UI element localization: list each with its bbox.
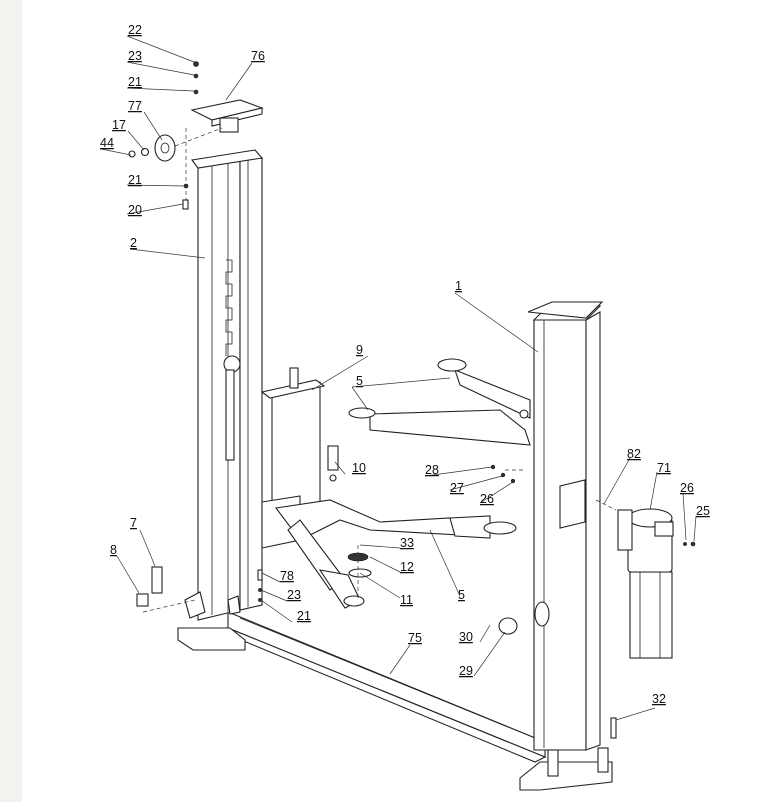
callout-label: 21 [297, 609, 311, 623]
callout-label: 78 [280, 569, 294, 583]
callout-label: 25 [696, 504, 710, 518]
left-column-post [177, 149, 264, 651]
callout-label: 29 [459, 664, 473, 678]
callout-label: 12 [400, 560, 414, 574]
callout-label: 28 [425, 463, 439, 477]
callout-label: 5 [458, 588, 465, 602]
left-top-cap-assembly [128, 61, 264, 210]
callout-label: 17 [112, 118, 126, 132]
callout-label: 75 [408, 631, 422, 645]
base-floor-beam [220, 611, 547, 763]
callout-label: 23 [287, 588, 301, 602]
callout-label: 82 [627, 447, 641, 461]
callout-label: 32 [652, 692, 666, 706]
callout-label: 5 [356, 374, 363, 388]
page-margin [0, 0, 22, 802]
right-arms [348, 358, 531, 471]
callout-label: 33 [400, 536, 414, 550]
callout-label: 27 [450, 481, 464, 495]
callout-label: 71 [657, 461, 671, 475]
callout-label: 30 [459, 630, 473, 644]
misc-small-parts [136, 464, 617, 739]
callout-label: 11 [400, 593, 413, 607]
callout-label: 1 [455, 279, 462, 293]
callout-label: 26 [480, 492, 494, 506]
callout-label: 23 [128, 49, 142, 63]
callout-label: 44 [100, 136, 114, 150]
left-carriage-and-arms [260, 367, 517, 609]
callout-label: 8 [110, 543, 117, 557]
callout-label: 2 [130, 236, 137, 250]
leader-lines [100, 35, 697, 721]
callout-label: 7 [130, 516, 137, 530]
callout-label: 9 [356, 343, 363, 357]
callout-labels: 22 23 21 76 77 17 44 21 20 2 1 9 5 10 28… [100, 23, 710, 706]
callout-label: 22 [128, 23, 142, 37]
callout-label: 10 [352, 461, 366, 475]
callout-label: 77 [128, 99, 142, 113]
callout-label: 26 [680, 481, 694, 495]
callout-label: 21 [128, 173, 142, 187]
right-column-post [519, 301, 613, 791]
motor-pump-unit [595, 499, 696, 659]
callout-label: 76 [251, 49, 265, 63]
callout-label: 20 [128, 203, 142, 217]
callout-label: 21 [128, 75, 142, 89]
